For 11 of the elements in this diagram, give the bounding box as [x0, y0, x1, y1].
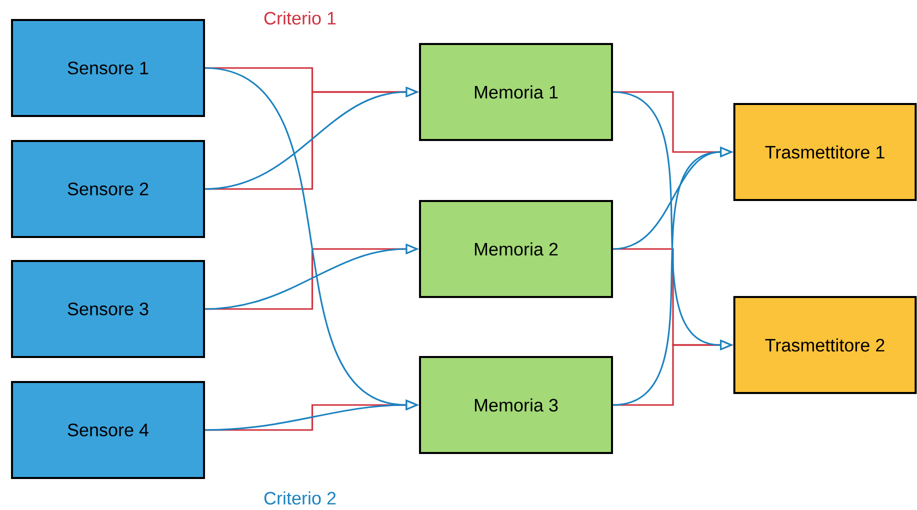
transmitter-box: Trasmettitore 1 [733, 103, 917, 201]
sensor-box: Sensore 4 [11, 381, 205, 479]
sensor-box: Sensore 2 [11, 140, 205, 238]
memory-box: Memoria 1 [419, 43, 613, 141]
sensor-box: Sensore 1 [11, 19, 205, 117]
transmitter-box: Trasmettitore 2 [733, 296, 917, 394]
memory-box: Memoria 2 [419, 200, 613, 298]
sensor-box: Sensore 3 [11, 260, 205, 358]
criterion-label: Criterio 2 [264, 491, 336, 505]
criterion-label: Criterio 1 [264, 11, 336, 25]
memory-box: Memoria 3 [419, 356, 613, 454]
